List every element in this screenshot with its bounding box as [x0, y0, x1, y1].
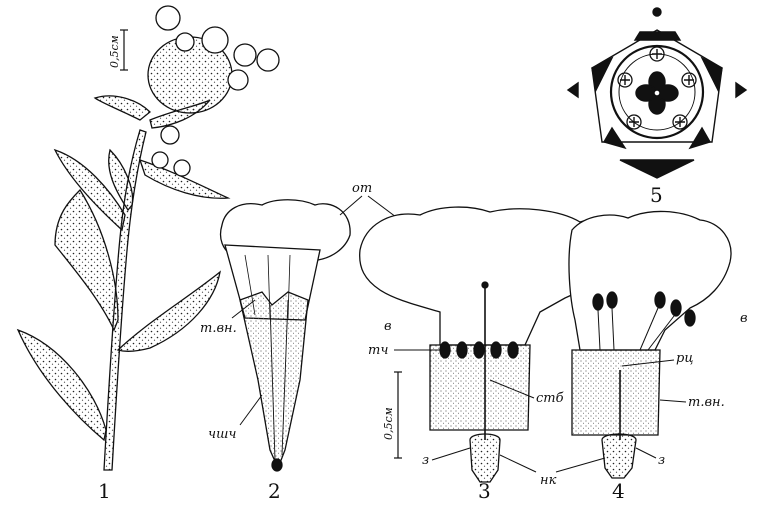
anther — [474, 342, 484, 358]
panel-number-1: 1 — [98, 479, 111, 503]
label-nk: нк — [540, 473, 557, 488]
panel-2-flower — [221, 200, 351, 471]
bract-left — [568, 83, 578, 97]
ovary-4 — [602, 434, 636, 478]
label-v-4: в — [740, 311, 748, 326]
flower — [174, 160, 190, 176]
flower — [161, 126, 179, 144]
scale-label-3: 0,5см — [382, 407, 395, 440]
anther — [655, 292, 665, 308]
label-stb: стб — [536, 391, 564, 406]
anther — [685, 310, 695, 326]
panel-5-floral-diagram — [568, 8, 746, 178]
label-tch: тч — [368, 343, 388, 358]
anther — [491, 342, 501, 358]
anther — [440, 342, 450, 358]
label-v-3: в — [384, 319, 392, 334]
flower — [156, 6, 180, 30]
flower — [257, 49, 279, 71]
ovary-3 — [470, 434, 500, 482]
label-tvn-2: т.вн. — [200, 321, 237, 336]
panel-number-5: 5 — [650, 183, 663, 207]
leaf — [95, 96, 150, 120]
anther — [607, 292, 617, 308]
anther — [593, 294, 603, 310]
label-z-4: з — [658, 453, 665, 468]
scale-label-1: 0,5см — [108, 35, 121, 68]
panel-4-section — [569, 211, 731, 478]
flower — [234, 44, 256, 66]
bract-bottom — [620, 160, 694, 178]
label-rts: рц — [676, 351, 693, 366]
panel-number-3: 3 — [478, 479, 491, 503]
label-tvn-4: т.вн. — [688, 395, 725, 410]
label-z-3: з — [422, 453, 429, 468]
flower — [152, 152, 168, 168]
corolla-limb-4 — [569, 211, 731, 350]
panel-number-2: 2 — [268, 479, 281, 503]
axis-dot — [653, 8, 661, 16]
label-ot: от — [352, 181, 372, 196]
anther — [457, 342, 467, 358]
flower — [176, 33, 194, 51]
anther — [671, 300, 681, 316]
label-chshch: чшч — [208, 427, 237, 442]
bract-right — [736, 83, 746, 97]
flower — [202, 27, 228, 53]
anther — [508, 342, 518, 358]
panel-number-4: 4 — [612, 479, 625, 503]
flower — [228, 70, 248, 90]
leaf — [18, 330, 106, 440]
leaf — [118, 272, 220, 351]
